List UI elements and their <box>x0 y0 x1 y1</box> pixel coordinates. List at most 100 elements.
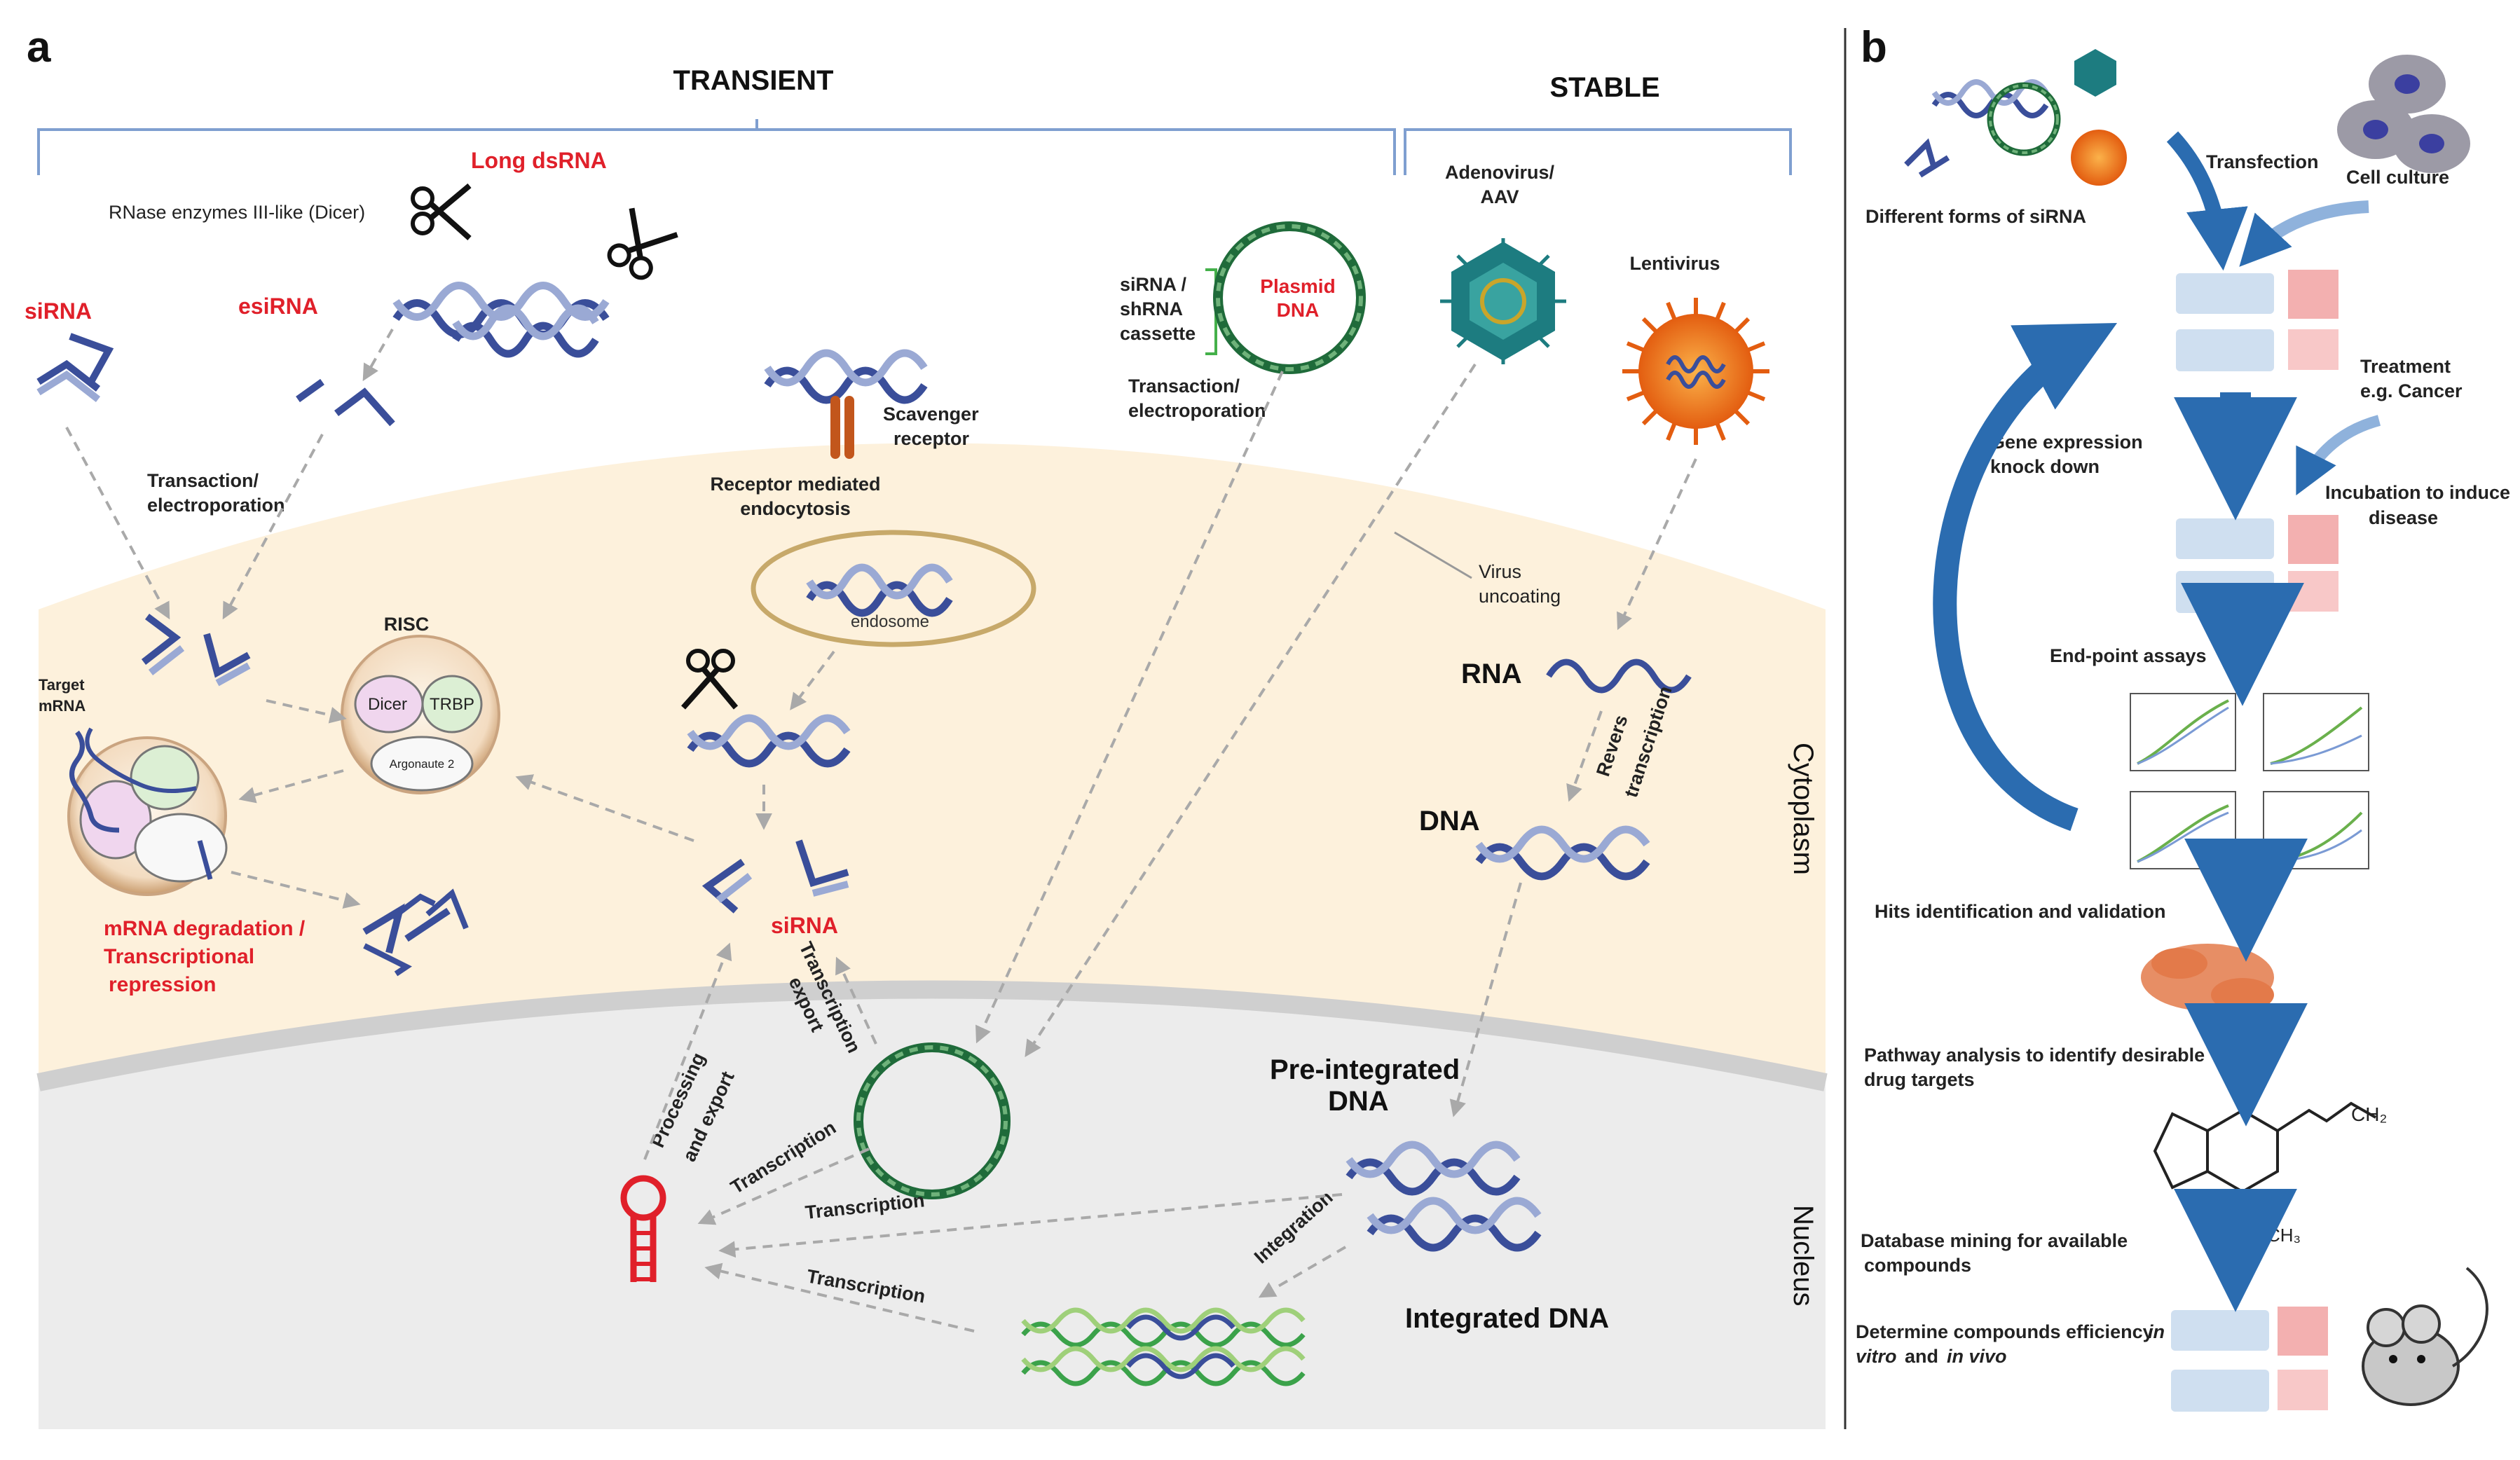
database-label-1: Database mining for available <box>1861 1230 2128 1251</box>
mrna-degradation-label-3: repression <box>109 973 216 996</box>
target-label-2: mRNA <box>39 697 85 715</box>
dicer-label: Dicer <box>368 695 407 714</box>
scissors-icon <box>681 649 739 710</box>
scavenger-label-2: receptor <box>893 428 970 449</box>
workflow-arrows <box>1933 131 2381 1312</box>
determine-label-1: Determine compounds efficiency <box>1856 1321 2153 1342</box>
cassette-label-3: cassette <box>1120 323 1196 344</box>
determine-invivo: in vivo <box>1947 1346 2007 1367</box>
cassette-bracket <box>1205 268 1217 355</box>
integrated-dna <box>1021 1307 1306 1386</box>
target-label-1: Target <box>39 676 85 694</box>
cassette-label-1: siRNA / <box>1120 274 1187 295</box>
sirna-left-label: siRNA <box>25 298 92 324</box>
treatment-label-2: e.g. Cancer <box>2360 380 2463 401</box>
scissors-icon <box>411 183 472 240</box>
scissors-icon <box>607 207 678 280</box>
nuclear-envelope <box>36 980 1828 1091</box>
virus-uncoating-2: uncoating <box>1479 586 1561 607</box>
cell-culture-label: Cell culture <box>2346 167 2449 188</box>
target-mrna-complex <box>67 727 228 896</box>
transaction-mid-1: Transaction/ <box>1128 376 1240 397</box>
cell-plate-icon <box>2176 270 2338 371</box>
stable-bracket <box>1404 128 1792 175</box>
adenovirus-icon <box>1440 238 1566 364</box>
uncoating-pointer <box>1394 531 1472 579</box>
mrna-degradation-label-1: mRNA degradation / <box>104 917 306 940</box>
dna-helix-icon <box>1345 1141 1542 1252</box>
cytoplasm-label: Cytoplasm <box>1788 743 1819 875</box>
scavenger-label-1: Scavenger <box>883 404 979 425</box>
dna-helix-icon <box>764 349 928 404</box>
panel-b-letter: b <box>1861 23 1887 71</box>
rme-label-1: Receptor mediated <box>710 474 880 495</box>
mrna-degradation-label-2: Transcriptional <box>104 945 254 968</box>
pathway-label-2: drug targets <box>1864 1069 1975 1090</box>
degraded-mrna <box>363 888 469 977</box>
cassette-label-2: shRNA <box>1120 298 1183 319</box>
sirna-center-label: siRNA <box>771 913 838 938</box>
argonaute-label: Argonaute 2 <box>390 757 455 771</box>
panel-a-letter: a <box>27 23 51 71</box>
cell-plate-icon <box>2171 1307 2328 1412</box>
dna-helix-icon <box>1475 825 1650 881</box>
treatment-label-1: Treatment <box>2360 356 2451 377</box>
lentivirus-icon <box>1622 298 1769 445</box>
cell-culture-icon <box>2337 55 2470 173</box>
adenovirus-label-2: AAV <box>1480 186 1519 207</box>
preintegrated-label-1: Pre-integrated <box>1270 1054 1460 1085</box>
adenovirus-label-1: Adenovirus/ <box>1445 162 1555 183</box>
risc-label: RISC <box>384 614 430 635</box>
esirna-label: esiRNA <box>238 294 318 319</box>
transfection-label: Transfection <box>2206 151 2319 172</box>
ch3-label: CH₃ <box>2267 1225 2301 1246</box>
hits-label: Hits identification and validation <box>1875 901 2166 922</box>
rnase-label: RNase enzymes III-like (Dicer) <box>109 202 365 223</box>
sirna-duplex <box>36 333 849 954</box>
determine-in: in <box>2148 1321 2165 1342</box>
incubation-label-1: Incubation to induce <box>2325 482 2510 503</box>
risc-complex <box>341 635 500 794</box>
ch2-label: CH₂ <box>2351 1103 2387 1125</box>
nucleus-region <box>39 989 1826 1429</box>
nucleus-label: Nucleus <box>1788 1205 1819 1307</box>
transient-bracket <box>37 119 1396 175</box>
pathway-label-1: Pathway analysis to identify desirable <box>1864 1045 2205 1066</box>
mouse-icon <box>2362 1267 2488 1406</box>
endpoint-plots <box>2130 693 2369 869</box>
endosome <box>751 530 1036 647</box>
cell-plate-icon <box>2176 515 2338 613</box>
scavenger-receptor <box>830 396 854 459</box>
lentivirus-label: Lentivirus <box>1629 253 1720 274</box>
plasmid-icon <box>1213 221 1366 374</box>
protein-network-icon <box>2141 944 2274 1012</box>
endosome-label: endosome <box>851 612 929 631</box>
rna-label: RNA <box>1461 659 1522 689</box>
determine-vitro: vitro <box>1856 1346 1897 1367</box>
trbp-label: TRBP <box>430 695 474 714</box>
preintegrated-label-2: DNA <box>1328 1086 1389 1117</box>
rme-label-2: endocytosis <box>740 498 851 519</box>
safrole-structure <box>2153 1101 2376 1238</box>
gene-label-1: Gene expression <box>1990 432 2143 453</box>
rna-strand <box>1546 659 1692 694</box>
virus-uncoating-1: Virus <box>1479 561 1521 582</box>
transaction-left-1: Transaction/ <box>147 470 259 491</box>
plasmid-label-2: DNA <box>1277 299 1320 321</box>
gene-label-2: knock down <box>1990 456 2100 477</box>
long-dsrna-label: Long dsRNA <box>471 148 607 173</box>
determine-and: and <box>1905 1346 1938 1367</box>
stable-header: STABLE <box>1549 72 1659 103</box>
transaction-mid-2: electroporation <box>1128 400 1266 421</box>
long-dsrna-helix <box>452 304 599 358</box>
transaction-left-2: electroporation <box>147 495 285 516</box>
dna-label: DNA <box>1419 806 1480 836</box>
transient-header: TRANSIENT <box>673 65 834 96</box>
plasmid-label-1: Plasmid <box>1260 275 1335 297</box>
dna-helix-icon <box>687 714 851 768</box>
endpoint-label: End-point assays <box>2050 645 2207 666</box>
sirna-forms-icons <box>1904 49 2127 186</box>
database-label-2: compounds <box>1864 1255 1971 1276</box>
incubation-label-2: disease <box>2369 507 2438 528</box>
